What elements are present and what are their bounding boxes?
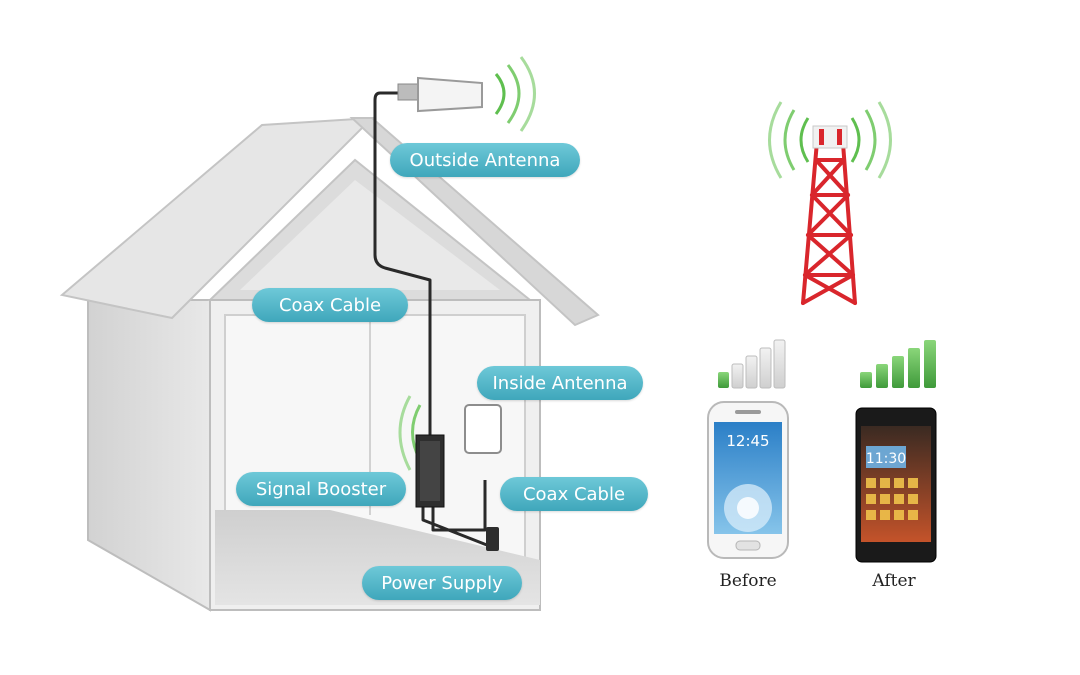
label-outside-antenna: Outside Antenna: [390, 143, 580, 177]
phone-after-time: 11:30: [866, 451, 906, 467]
signal-bar: [860, 372, 872, 388]
phone-after: 11:30: [855, 407, 937, 563]
label-coax-cable-bottom: Coax Cable: [500, 477, 648, 511]
label-signal-booster: Signal Booster: [236, 472, 406, 506]
caption-after: After: [872, 571, 916, 591]
signal-bar: [908, 348, 920, 388]
signal-booster-icon: [398, 395, 445, 508]
coax-cable: [373, 91, 493, 549]
phone-before: 12:45: [707, 401, 789, 559]
caption-before: Before: [719, 571, 777, 591]
signal-bar: [731, 363, 744, 389]
house-side-wall: [87, 299, 211, 612]
label-inside-antenna: Inside Antenna: [477, 366, 643, 400]
label-coax-cable-top: Coax Cable: [252, 288, 408, 322]
signal-bar: [892, 356, 904, 388]
signal-bar: [773, 339, 786, 389]
signal-bars-before: [718, 339, 786, 389]
inside-antenna-icon: [464, 404, 502, 454]
signal-bar: [718, 372, 729, 388]
signal-bar: [924, 340, 936, 388]
signal-bar: [759, 347, 772, 389]
signal-bar: [876, 364, 888, 388]
label-power-supply: Power Supply: [362, 566, 522, 600]
house: [59, 116, 600, 612]
signal-bar: [745, 355, 758, 389]
signal-bars-after: [860, 340, 936, 388]
power-supply-icon: [486, 527, 499, 551]
outside-antenna-icon: [397, 56, 536, 132]
phone-before-time: 12:45: [726, 432, 769, 450]
cell-tower-icon: [768, 101, 892, 305]
